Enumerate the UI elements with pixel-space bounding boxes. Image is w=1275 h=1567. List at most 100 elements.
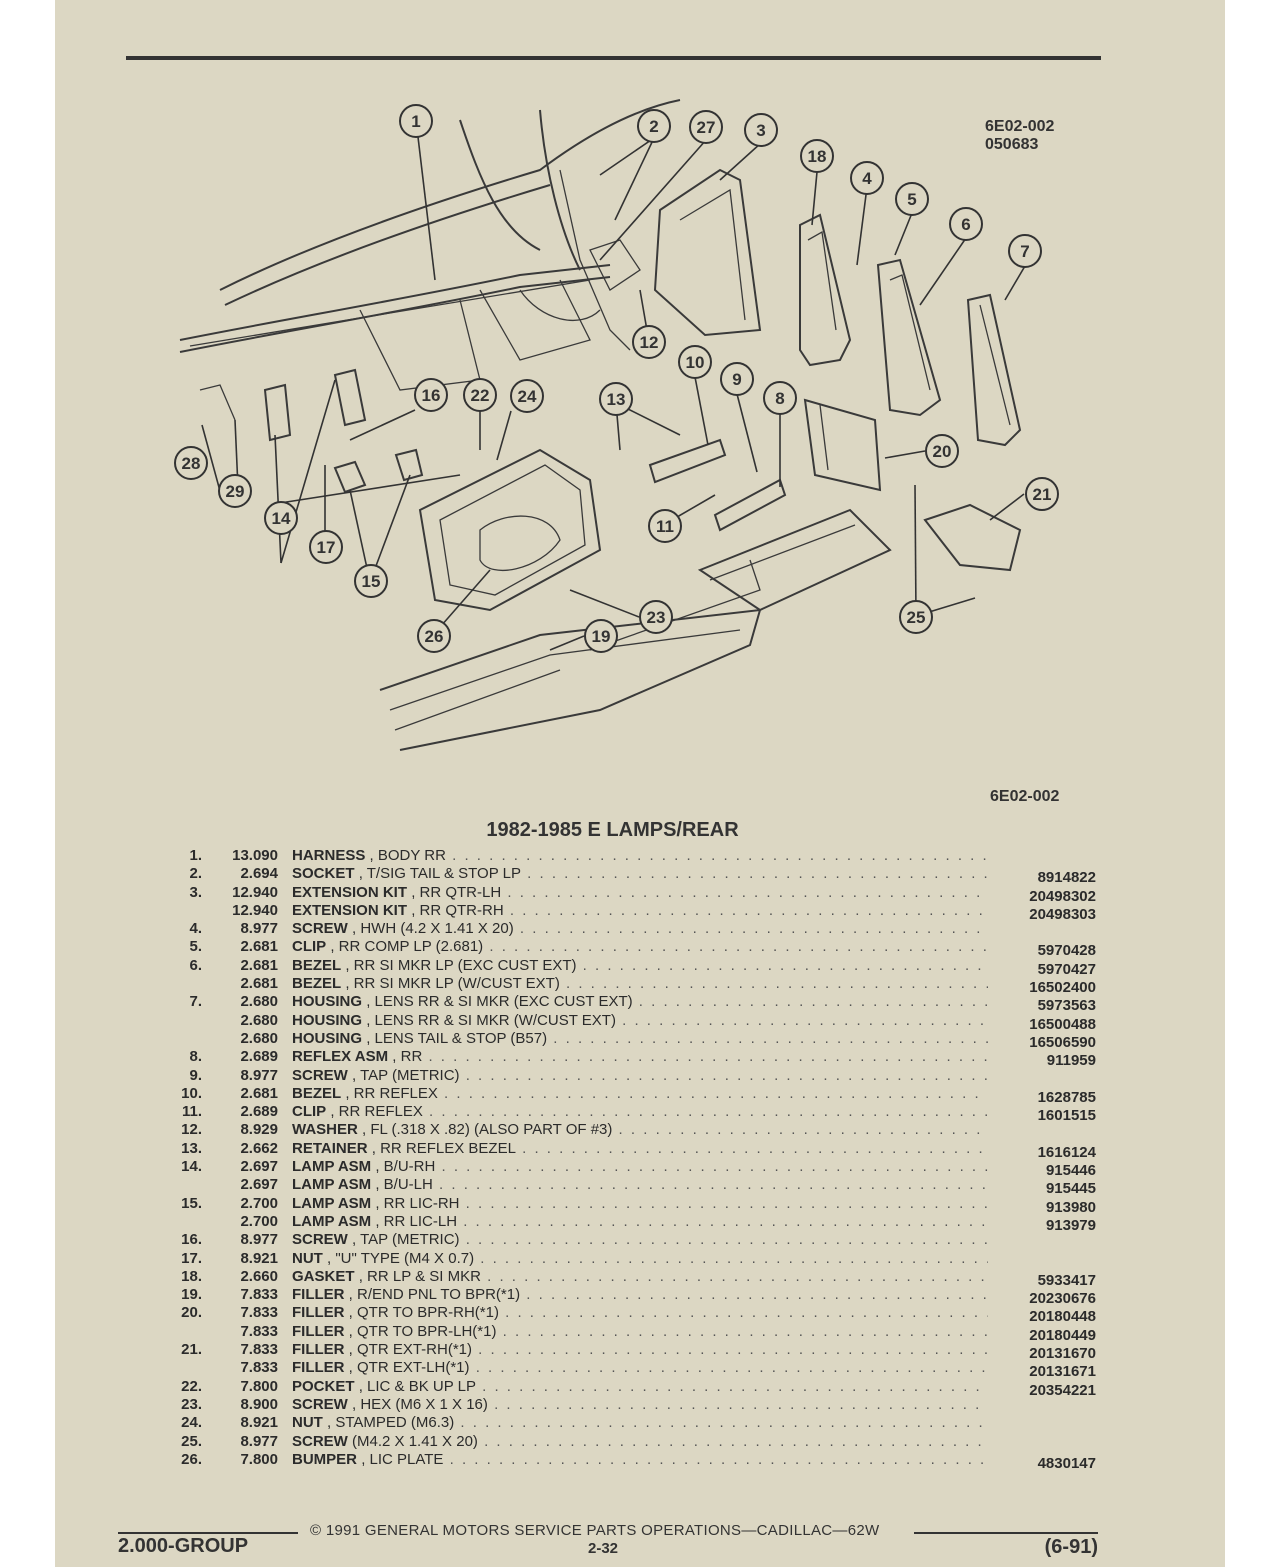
callout-number: 11 [656, 517, 674, 536]
item-number: 13. [181, 1139, 202, 1157]
part-name: SCREW [292, 1432, 348, 1450]
part-detail: , "U" TYPE (M4 X 0.7) [327, 1249, 475, 1267]
part-name: LAMP ASM [292, 1158, 372, 1176]
part-detail: , QTR TO BPR-RH(*1) [348, 1304, 499, 1322]
leader-dots: . . . . . . . . . . . . . . . . . . . . … [505, 1304, 988, 1322]
part-description: SCREW (M4.2 X 1.41 X 20) . . . . . . . .… [292, 1433, 988, 1451]
leader-dots: . . . . . . . . . . . . . . . . . . . . … [565, 975, 988, 993]
callout-number: 6 [961, 215, 970, 234]
group-number: 8.929 [240, 1121, 278, 1139]
item-number: 15. [181, 1194, 202, 1212]
callout-number: 24 [518, 387, 537, 406]
callout-5: 5 [895, 182, 929, 216]
part-detail: , RR COMP LP (2.681) [330, 938, 484, 956]
callout-number: 1 [411, 112, 420, 131]
footer-group: 2.000-GROUP [118, 1535, 249, 1557]
item-number: 7. [189, 993, 202, 1011]
part-description: FILLER , R/END PNL TO BPR(*1) . . . . . … [292, 1286, 988, 1304]
part-detail: , FL (.318 X .82) (ALSO PART OF #3) [362, 1121, 613, 1139]
part-description: RETAINER , RR REFLEX BEZEL . . . . . . .… [292, 1140, 988, 1158]
part-description: WASHER , FL (.318 X .82) (ALSO PART OF #… [292, 1121, 988, 1139]
part-number: 5973563 [1037, 997, 1096, 1015]
part-detail: , T/SIG TAIL & STOP LP [358, 865, 521, 883]
group-number: 7.800 [240, 1450, 278, 1468]
group-number: 8.921 [240, 1414, 278, 1432]
part-description: CLIP , RR COMP LP (2.681) . . . . . . . … [292, 938, 988, 956]
callout-13: 13 [599, 382, 633, 416]
part-name: RETAINER [292, 1139, 368, 1157]
callout-number: 18 [808, 147, 827, 166]
part-description: LAMP ASM , RR LIC-RH . . . . . . . . . .… [292, 1195, 988, 1213]
part-name: HOUSING [292, 1011, 363, 1029]
part-name: EXTENSION KIT [292, 883, 408, 901]
callout-number: 8 [775, 389, 784, 408]
callout-3: 3 [744, 113, 778, 147]
part-description: GASKET , RR LP & SI MKR . . . . . . . . … [292, 1268, 988, 1286]
leader-dots: . . . . . . . . . . . . . . . . . . . . … [465, 1231, 988, 1249]
callout-number: 26 [425, 627, 444, 646]
leader-dots: . . . . . . . . . . . . . . . . . . . . … [475, 1359, 988, 1377]
callout-24: 24 [510, 379, 544, 413]
group-number: 12.940 [232, 883, 278, 901]
part-name: BEZEL [292, 956, 342, 974]
item-number: 5. [189, 938, 202, 956]
item-number: 24. [181, 1414, 202, 1432]
callout-16: 16 [414, 378, 448, 412]
part-number: 20131670 [1029, 1345, 1096, 1363]
part-number: 915445 [1045, 1180, 1096, 1198]
part-number: 5970428 [1037, 942, 1096, 960]
part-detail: , RR [392, 1048, 423, 1066]
part-name: LAMP ASM [292, 1176, 372, 1194]
item-number: 3. [189, 883, 202, 901]
rear-body-sketch [179, 99, 681, 391]
group-number: 2.681 [240, 956, 278, 974]
callout-17: 17 [309, 530, 343, 564]
diagram-code-line: 050683 [985, 136, 1039, 153]
part-name: POCKET [292, 1377, 355, 1395]
part-number: 1616124 [1037, 1143, 1096, 1161]
exploded-parts-diagram: 1 2 27 3 18 4 5 6 7 12 10 9 8 13 16 22 2… [174, 99, 1059, 751]
leader-dots: . . . . . . . . . . . . . . . . . . . . … [618, 1121, 988, 1139]
item-number: 23. [181, 1395, 202, 1413]
part-number: 5933417 [1037, 1271, 1096, 1289]
part-detail: , STAMPED (M6.3) [327, 1414, 455, 1432]
leader-dots: . . . . . . . . . . . . . . . . . . . . … [484, 1432, 988, 1450]
part-description: NUT , STAMPED (M6.3) . . . . . . . . . .… [292, 1414, 988, 1432]
part-detail: , RR QTR-LH [411, 883, 502, 901]
part-detail: , RR LIC-LH [375, 1212, 458, 1230]
leader-dots: . . . . . . . . . . . . . . . . . . . . … [429, 1103, 988, 1121]
part-name: LAMP ASM [292, 1194, 372, 1212]
leader-dots: . . . . . . . . . . . . . . . . . . . . … [622, 1011, 988, 1029]
callout-27: 27 [689, 110, 723, 144]
leader-dots: . . . . . . . . . . . . . . . . . . . . … [439, 1176, 988, 1194]
group-number: 2.689 [240, 1048, 278, 1066]
callout-28: 28 [174, 446, 208, 480]
callout-7: 7 [1008, 234, 1042, 268]
part-name: NUT [292, 1414, 323, 1432]
group-number: 2.680 [240, 1029, 278, 1047]
part-detail: , RR LIC-RH [375, 1194, 460, 1212]
part-description: FILLER , QTR EXT-LH(*1) . . . . . . . . … [292, 1359, 988, 1377]
group-number: 2.689 [240, 1103, 278, 1121]
item-number: 20. [181, 1304, 202, 1322]
part-name: FILLER [292, 1322, 345, 1340]
part-name: EXTENSION KIT [292, 901, 408, 919]
leader-dots: . . . . . . . . . . . . . . . . . . . . … [489, 938, 988, 956]
group-number: 7.833 [240, 1322, 278, 1340]
leader-dots: . . . . . . . . . . . . . . . . . . . . … [527, 865, 988, 883]
part-number: 911959 [1046, 1052, 1096, 1070]
group-number: 7.833 [240, 1304, 278, 1322]
group-number: 8.977 [240, 1432, 278, 1450]
